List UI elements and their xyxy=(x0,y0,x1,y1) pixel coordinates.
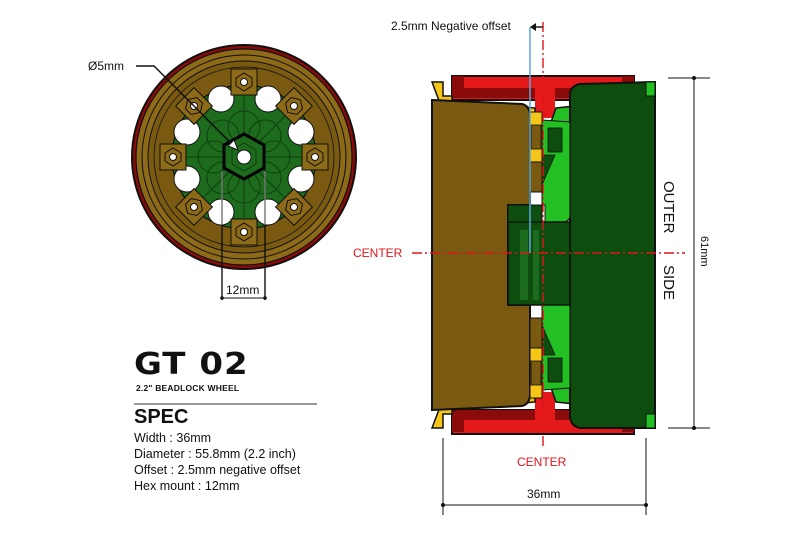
spec-hex-mount: Hex mount : 12mm xyxy=(134,479,240,493)
outer-label: OUTER xyxy=(660,181,677,234)
width-dimension-label: 36mm xyxy=(527,487,561,501)
height-dimension-label: 61mm xyxy=(698,236,710,267)
divider xyxy=(134,403,317,405)
side-view-wheel xyxy=(412,22,710,515)
front-view-wheel xyxy=(131,44,357,300)
center-left-label: CENTER xyxy=(353,246,403,260)
spec-title: SPEC xyxy=(134,406,189,428)
hole-diameter-label: Ø5mm xyxy=(88,59,124,73)
spec-width: Width : 36mm xyxy=(134,431,212,445)
offset-label: 2.5mm Negative offset xyxy=(391,19,511,33)
product-logo: GT 02 xyxy=(134,346,249,383)
spec-offset: Offset : 2.5mm negative offset xyxy=(134,463,301,477)
spec-diameter: Diameter : 55.8mm (2.2 inch) xyxy=(134,447,296,461)
product-subtitle: 2.2" BEADLOCK WHEEL xyxy=(136,383,240,393)
side-label: SIDE xyxy=(660,265,677,301)
hex-size-label: 12mm xyxy=(226,283,260,297)
center-bottom-label: CENTER xyxy=(517,455,567,469)
